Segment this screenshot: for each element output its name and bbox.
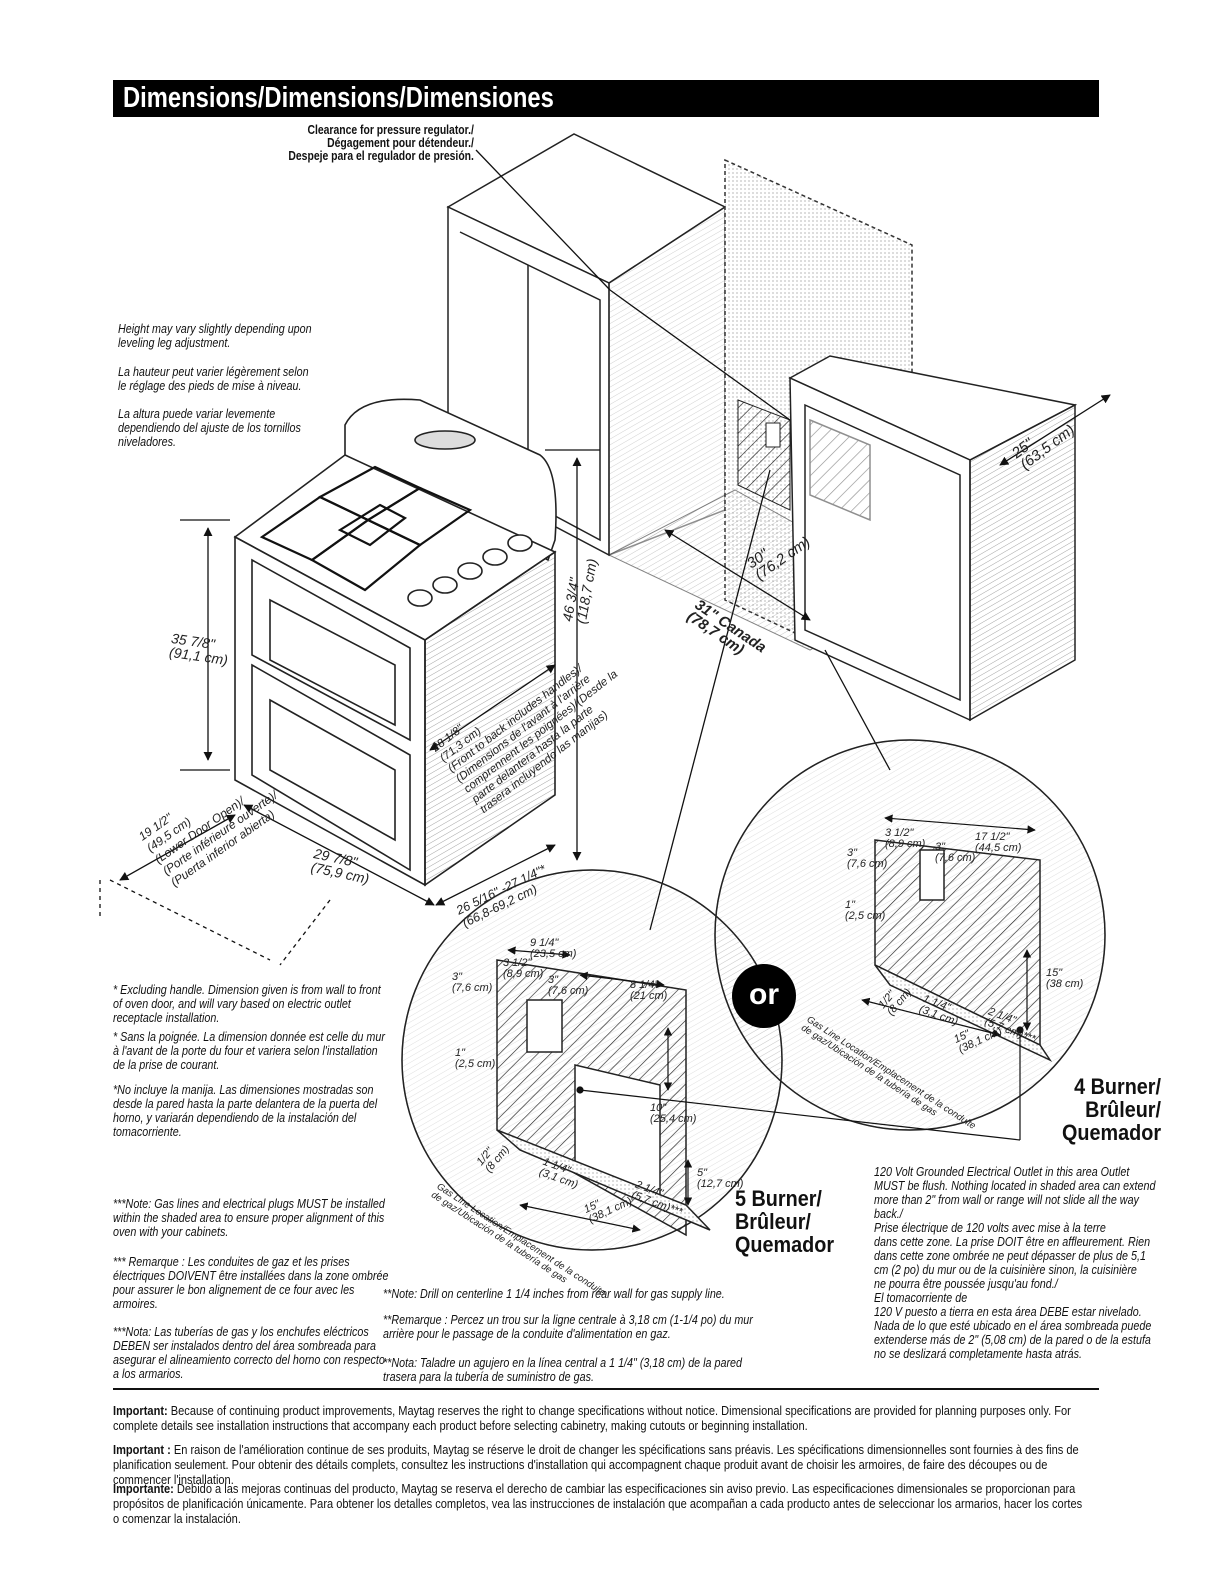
height-note-en: Height may vary slightly depending upon …: [118, 322, 312, 350]
footer-en-label: Important:: [113, 1404, 168, 1418]
five-d-3a: 3" (7,6 cm): [452, 971, 493, 994]
five-d-814: 8 1/4" (21 cm): [630, 979, 668, 1002]
four-d-312: 3 1/2" (8,9 cm): [885, 827, 926, 850]
five-d-10: 10" (25,4 cm): [650, 1102, 697, 1125]
height-note-es: La altura puede variar levemente dependi…: [118, 407, 301, 449]
handle-note-fr: * Sans la poignée. La dimension donnée e…: [113, 1030, 385, 1072]
four-burner-label: 4 Burner/ Brûleur/ Quemador: [1062, 1074, 1162, 1145]
drill-note-en: **Note: Drill on centerline 1 1/4 inches…: [383, 1287, 725, 1301]
footer-en-text: Because of continuing product improvemen…: [113, 1404, 1071, 1433]
five-d-312: 3 1/2" (8,9 cm): [503, 957, 544, 980]
five-d-1: 1" (2,5 cm): [455, 1047, 496, 1070]
gas-note-fr: *** Remarque : Les conduites de gaz et l…: [113, 1255, 389, 1311]
five-d-914: 9 1/4" (23,5 cm): [530, 937, 577, 960]
four-d-3a: 3" (7,6 cm): [847, 847, 888, 870]
four-d-3b: 3" (7,6 cm): [935, 841, 976, 864]
footer-rule: [113, 1388, 1099, 1390]
four-d-1712: 17 1/2" (44,5 cm): [975, 831, 1022, 854]
gas-note-es: ***Nota: Las tuberías de gas y los enchu…: [113, 1325, 385, 1381]
outlet-note-en: 120 Volt Grounded Electrical Outlet in t…: [874, 1165, 1156, 1221]
footer-es-label: Importante:: [113, 1482, 174, 1496]
four-d-1: 1" (2,5 cm): [845, 899, 886, 922]
drill-note-fr: **Remarque : Percez un trou sur la ligne…: [383, 1313, 753, 1341]
handle-note-en: * Excluding handle. Dimension given is f…: [113, 983, 381, 1025]
title-banner: Dimensions/Dimensions/Dimensiones: [113, 80, 1099, 117]
four-burner-detail: [714, 739, 1106, 1131]
dimension-lines: [99, 149, 1111, 966]
footer-fr-text: En raison de l'amélioration continue de …: [113, 1443, 1079, 1487]
footer-fr-label: Important :: [113, 1443, 171, 1457]
five-burner-detail: [401, 869, 783, 1251]
footer-es-text: Debido a las mejoras continuas del produ…: [113, 1482, 1083, 1526]
five-d-3b: 3" (7,6 cm): [548, 974, 589, 997]
four-d-15v: 15" (38 cm): [1046, 967, 1084, 990]
five-d-5: 5" (12,7 cm): [697, 1167, 744, 1190]
page-title: Dimensions/Dimensions/Dimensiones: [123, 82, 554, 114]
footer-es: Importante: Debido a las mejoras continu…: [113, 1482, 1087, 1527]
gas-note-en: ***Note: Gas lines and electrical plugs …: [113, 1197, 385, 1239]
footer-en: Important: Because of continuing product…: [113, 1404, 1087, 1434]
or-badge: or: [732, 964, 796, 1028]
handle-note-es: *No incluye la manija. Las dimensiones m…: [113, 1083, 378, 1139]
leader-lines: [576, 1026, 1024, 1141]
outlet-note-es: El tomacorriente de 120 V puesto a tierr…: [874, 1291, 1152, 1361]
footer-fr: Important : En raison de l'amélioration …: [113, 1443, 1087, 1488]
five-burner-label: 5 Burner/ Brûleur/ Quemador: [735, 1186, 835, 1257]
drill-note-es: **Nota: Taladre un agujero en la línea c…: [383, 1356, 742, 1384]
outlet-note-fr: Prise électrique de 120 volts avec mise …: [874, 1221, 1151, 1291]
range: [233, 398, 557, 887]
height-note-fr: La hauteur peut varier légèrement selon …: [118, 365, 309, 393]
outlet-area: [737, 399, 791, 511]
clearance-label: Clearance for pressure regulator./ Dégag…: [288, 122, 474, 163]
